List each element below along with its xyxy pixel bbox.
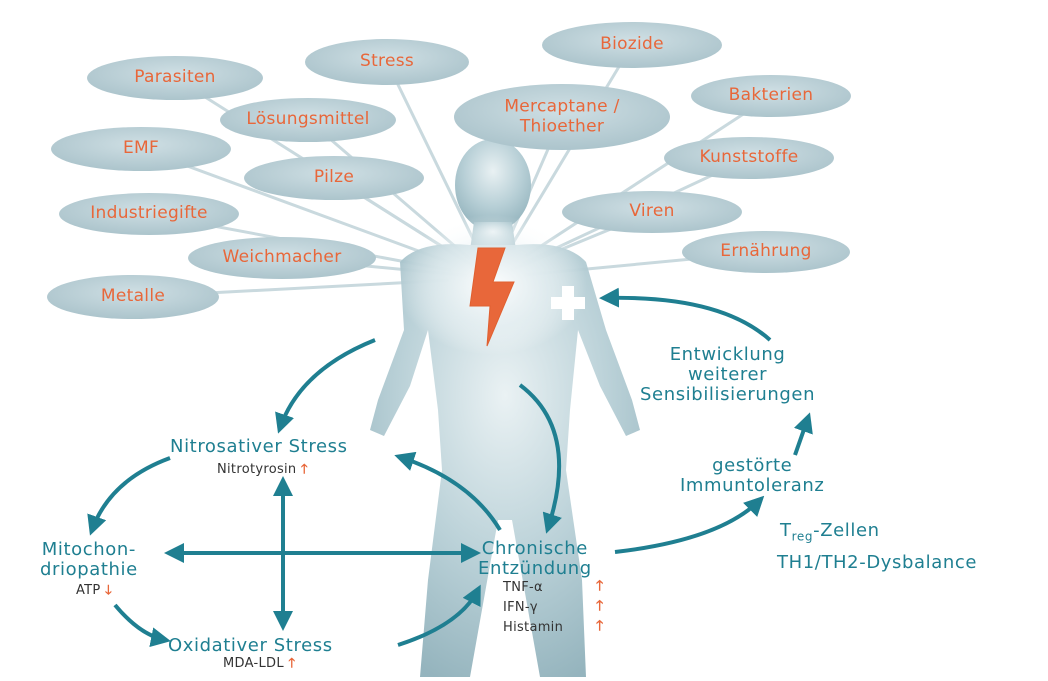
treg-label: Treg-Zellen (780, 520, 880, 544)
bubble-viren (562, 191, 742, 233)
nitrotyrosin-label: Nitrotyrosin 🡑 (217, 462, 308, 478)
bubble-label-parasiten: Parasiten (134, 67, 216, 88)
tnf-text: TNF-α (503, 580, 543, 595)
human-body-figure (370, 139, 640, 677)
histamin-label: Histamin (503, 620, 564, 636)
bubble-label-weichmacher: Weichmacher (222, 247, 342, 268)
arrow-up-icon: 🡑 (596, 578, 604, 594)
oxidativ-title: Oxidativer Stress (168, 635, 333, 656)
bubble-industriegifte (59, 193, 239, 235)
arrow-up-icon: 🡑 (288, 656, 296, 671)
bubble-label-viren: Viren (629, 201, 675, 222)
ifn-text: IFN-γ (503, 600, 538, 615)
arrow-chronisch-to-nitrosativ (394, 451, 502, 532)
bubble-label-pilze: Pilze (313, 167, 355, 188)
bubble-weichmacher (188, 237, 376, 279)
arrow-body-to-nitrosativ (275, 338, 376, 434)
histamin-text: Histamin (503, 620, 564, 635)
factor-bubbles (47, 22, 851, 319)
bubble-ernaehrung (682, 231, 850, 273)
treg-sub: reg (791, 529, 814, 544)
arrow-nitrosativ-to-mito (87, 456, 171, 536)
arrow-down-icon: 🡓 (105, 583, 113, 598)
bubble-label-biozide: Biozide (600, 34, 664, 55)
arrow-up-icon: 🡑 (596, 618, 604, 634)
mda-ldl-text: MDA-LDL (223, 656, 284, 671)
nitrosativ-title: Nitrosativer Stress (170, 436, 348, 457)
bubble-label-stress: Stress (359, 51, 415, 72)
bubble-bakterien (691, 75, 851, 117)
bubble-label-industriegifte: Industriegifte (90, 203, 208, 224)
bubble-pilze (244, 156, 424, 200)
bubble-label-metalle: Metalle (100, 286, 166, 307)
treg-main: T (780, 520, 792, 541)
bubble-emf (51, 127, 231, 171)
treg-rest: -Zellen (813, 520, 880, 541)
arrow-up-icon: 🡑 (596, 598, 604, 614)
bubble-label-loesungsmittel: Lösungsmittel (246, 109, 370, 130)
immuntoleranz-label: gestörte Immuntoleranz (680, 455, 825, 497)
lightning-bolt-icon (469, 247, 515, 347)
cycle-arrows (87, 287, 813, 648)
atp-label: ATP 🡓 (76, 583, 113, 599)
bubble-label-emf: EMF (122, 138, 160, 159)
bubble-loesungsmittel (220, 98, 396, 142)
bubble-biozide (542, 22, 722, 68)
connector-line-bakterien (524, 94, 772, 258)
nitrotyrosin-text: Nitrotyrosin (217, 462, 297, 477)
bubble-metalle (47, 275, 219, 319)
chronisch-title: Chronische Entzündung (478, 538, 592, 579)
th-dysbalance-label: TH1/TH2-Dysbalance (777, 552, 978, 573)
bubble-stress (305, 39, 469, 85)
arrow-entwicklung-to-plus (599, 287, 772, 342)
bubble-label-mercaptane: Mercaptane / Thioether (504, 96, 620, 136)
entwicklung-label: Entwicklung weiterer Sensibilisierungen (640, 344, 816, 406)
mda-ldl-label: MDA-LDL 🡑 (223, 656, 296, 672)
atp-text: ATP (76, 583, 101, 598)
arrow-body-to-chronisch (518, 383, 562, 534)
bubble-label-kunststoffe: Kunststoffe (699, 147, 799, 168)
ifn-label: IFN-γ (503, 600, 538, 616)
bubble-kunststoffe (664, 137, 834, 179)
arrow-mito-to-oxidativ (113, 603, 171, 648)
bubble-label-bakterien: Bakterien (728, 85, 814, 106)
connector-line-emf (140, 147, 451, 264)
bubble-parasiten (87, 56, 263, 100)
arrow-immun-to-entwicklung (793, 412, 813, 456)
mito-title: Mitochon- driopathie (40, 539, 138, 580)
arrow-chronisch-to-immun (614, 495, 765, 554)
bubble-label-ernaehrung: Ernährung (720, 241, 812, 262)
tnf-label: TNF-α (503, 580, 543, 596)
plus-icon (551, 286, 585, 320)
arrow-oxidativ-to-chronisch (397, 584, 481, 647)
bubble-mercaptane (454, 84, 670, 150)
arrow-up-icon: 🡑 (300, 462, 308, 477)
